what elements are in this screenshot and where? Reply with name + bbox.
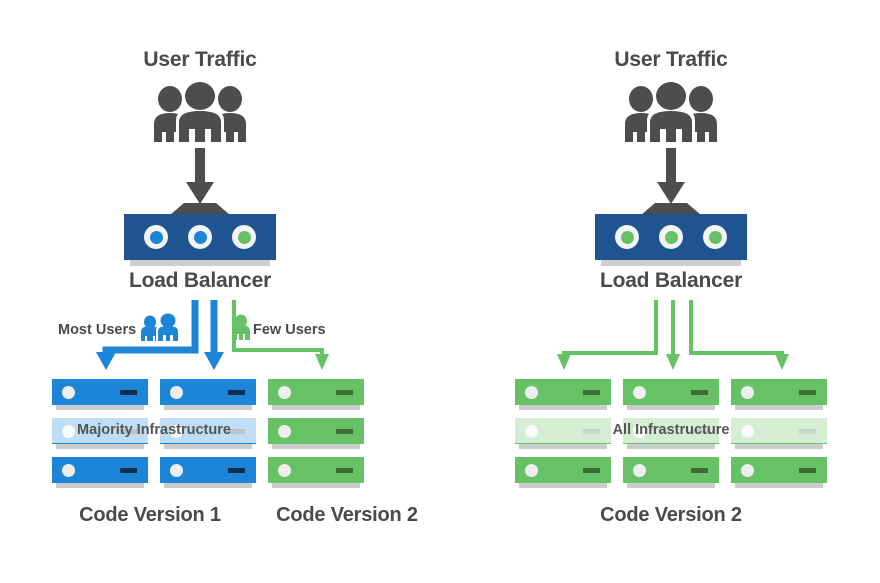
- server-unit: [52, 379, 148, 410]
- left-traffic-arrow: [186, 148, 214, 206]
- server-unit: [515, 379, 611, 410]
- server-unit: [268, 379, 364, 410]
- left-lb-shadow: [130, 260, 270, 266]
- right-lb-top-plate: [641, 203, 701, 215]
- left-server-column-3[interactable]: [268, 379, 364, 489]
- server-unit: [731, 379, 827, 410]
- server-unit: [623, 457, 719, 488]
- right-overlay-label: All Infrastructure: [612, 422, 730, 438]
- server-unit: [160, 457, 256, 488]
- one-person-icon: [232, 314, 250, 340]
- right-code-version-2-label: Code Version 2: [600, 504, 742, 526]
- lb-led-1: [144, 225, 168, 249]
- right-users-group-icon: [619, 80, 723, 142]
- left-users-group-icon: [148, 80, 252, 142]
- left-load-balancer-label: Load Balancer: [128, 269, 272, 292]
- server-unit: [52, 457, 148, 488]
- legend-most-users-label: Most Users: [58, 322, 137, 338]
- server-unit: [268, 457, 364, 488]
- lb-led-2: [188, 225, 212, 249]
- server-unit: [731, 457, 827, 488]
- left-code-version-2-label: Code Version 2: [276, 504, 418, 526]
- server-unit: [160, 379, 256, 410]
- left-routing-arrows: [48, 300, 378, 372]
- server-unit: [268, 418, 364, 449]
- left-lb-top-plate: [170, 203, 230, 215]
- two-people-icon: [140, 312, 182, 341]
- left-overlay-label: Majority Infrastructure: [77, 422, 231, 438]
- lb-led-2: [659, 225, 683, 249]
- left-user-traffic-title: User Traffic: [143, 48, 257, 71]
- right-routing-arrows: [510, 300, 840, 372]
- right-user-traffic-title: User Traffic: [614, 48, 728, 71]
- right-traffic-arrow: [657, 148, 685, 206]
- lb-led-3: [232, 225, 256, 249]
- server-unit: [623, 379, 719, 410]
- left-code-version-1-label: Code Version 1: [79, 504, 221, 526]
- lb-led-3: [703, 225, 727, 249]
- left-load-balancer[interactable]: [124, 214, 276, 260]
- right-lb-shadow: [601, 260, 741, 266]
- lb-led-1: [615, 225, 639, 249]
- right-load-balancer[interactable]: [595, 214, 747, 260]
- server-unit: [515, 457, 611, 488]
- legend-few-users-label: Few Users: [253, 322, 326, 338]
- right-load-balancer-label: Load Balancer: [599, 269, 743, 292]
